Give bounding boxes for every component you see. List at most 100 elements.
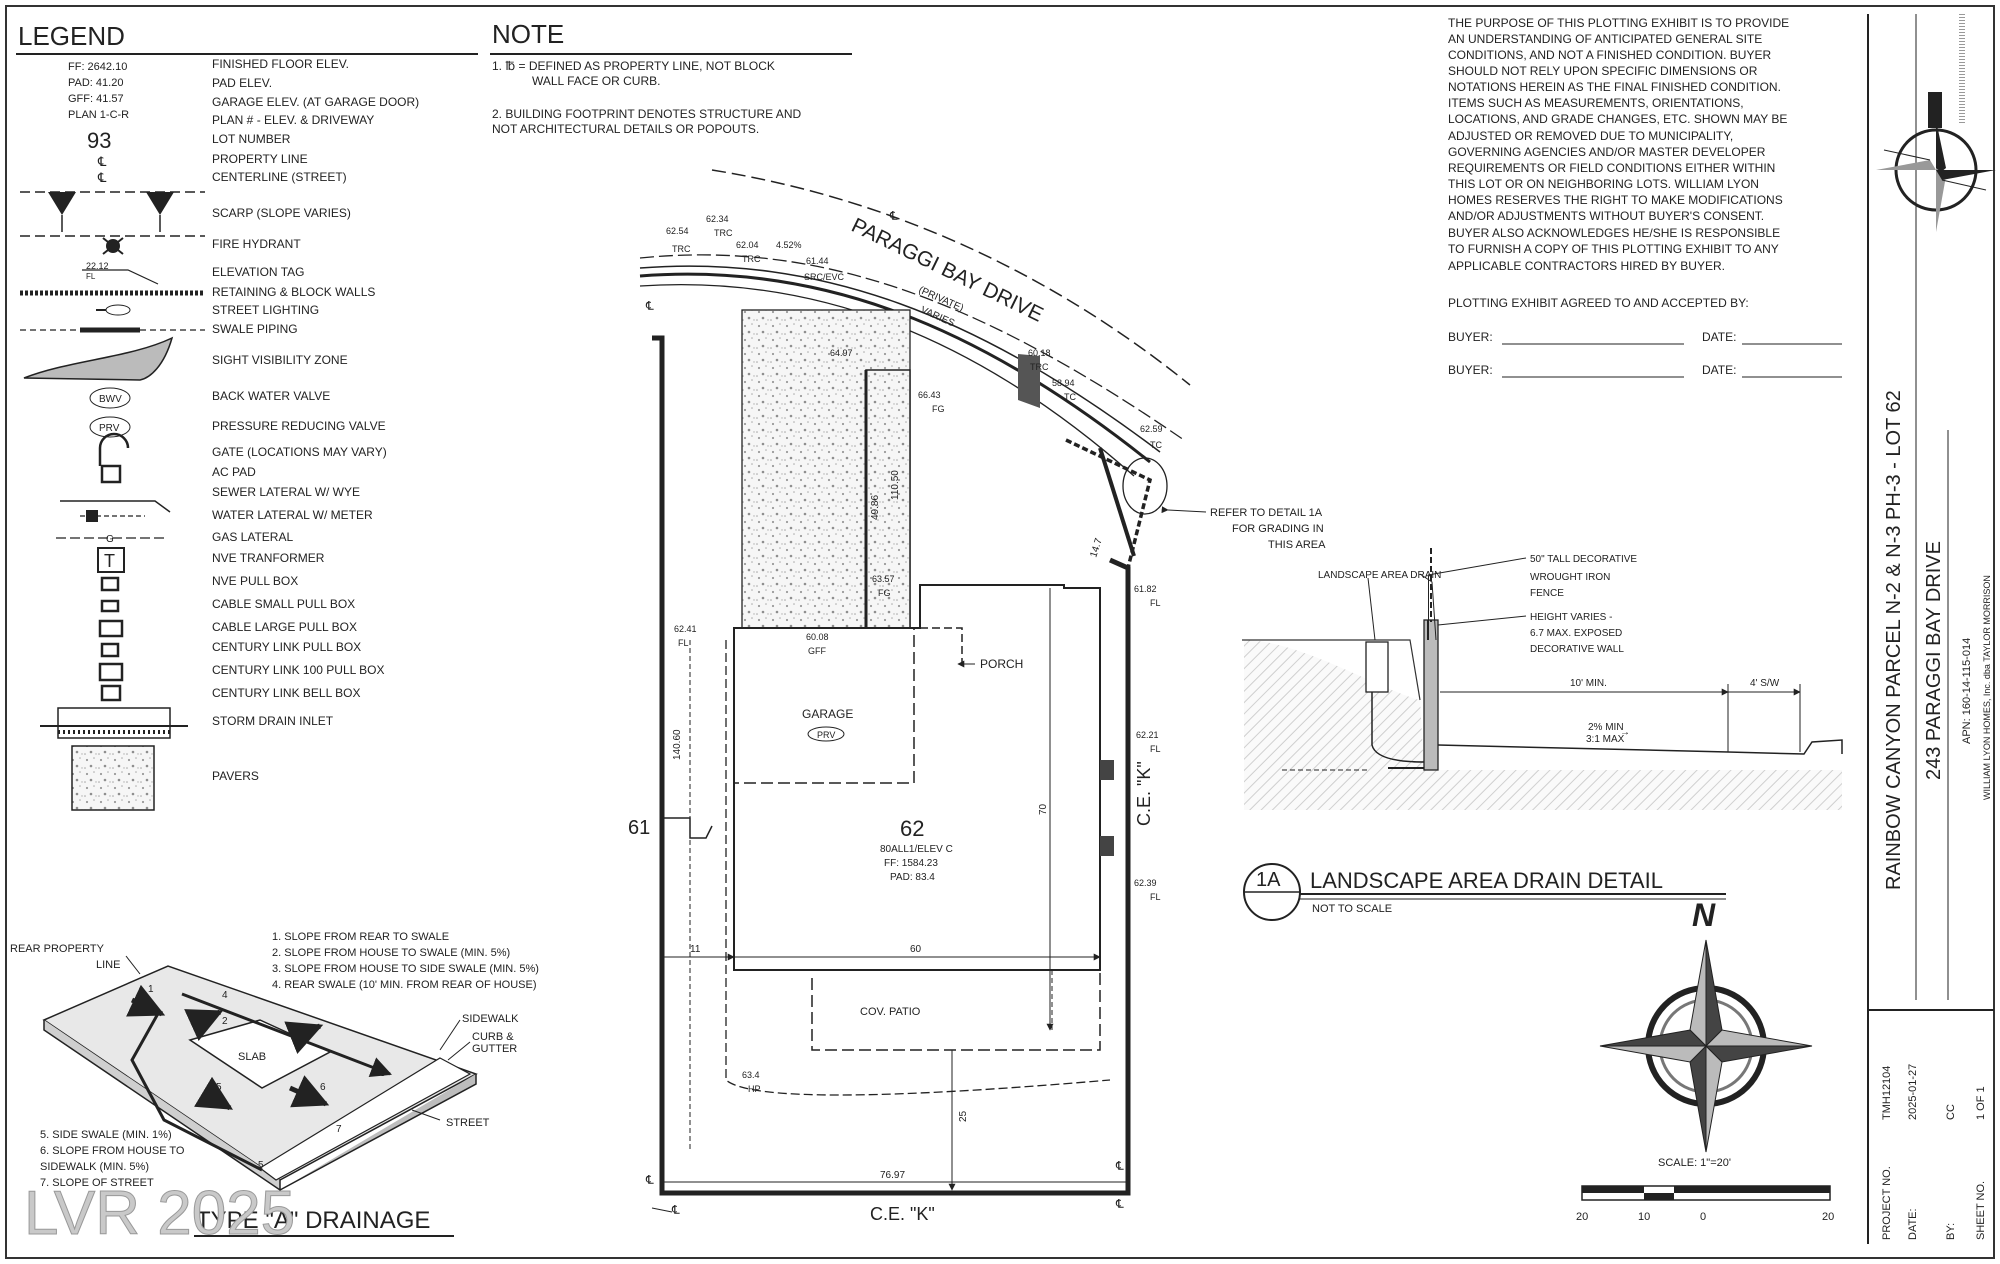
- disclaimer-line: ADJUSTED OR REMOVED DUE TO MUNICIPALITY,: [1448, 129, 1733, 143]
- fire-hydrant-icon: [102, 237, 124, 255]
- detail-wall-note: HEIGHT VARIES -: [1530, 612, 1612, 623]
- dim-side-left: 140.60: [672, 729, 683, 760]
- legend-item: LOT NUMBER: [212, 132, 291, 146]
- dim-drive-length: 49.86: [870, 495, 881, 520]
- detail-bubble-label: 1A: [1256, 869, 1281, 891]
- centerline-glyph: ℄: [97, 170, 107, 185]
- legend-item: ELEVATION TAG: [212, 265, 304, 279]
- cable-large-pull-box-icon: [98, 619, 124, 638]
- neighbor-lot-number: 61: [628, 817, 650, 839]
- scale-tick: 20: [1822, 1211, 1834, 1223]
- ce-k-bottom: C.E. "K": [870, 1204, 935, 1224]
- project-no-label: PROJECT NO.: [1881, 1166, 1893, 1240]
- street-label: STREET: [446, 1117, 490, 1129]
- svg-text:℄: ℄: [1115, 1159, 1124, 1173]
- scale-tick: 0: [1700, 1211, 1706, 1223]
- drainage-note: 2. SLOPE FROM HOUSE TO SWALE (MIN. 5%): [272, 947, 510, 959]
- detail-fence-note: WROUGHT IRON: [1530, 572, 1610, 583]
- legend-item: PAD ELEV.: [212, 76, 272, 90]
- note-heading: NOTE: [492, 19, 564, 49]
- site-plan: PARAGGI BAY DRIVE (PRIVATE) VARIES GARAG…: [628, 169, 1326, 1224]
- legend-item: WATER LATERAL W/ METER: [212, 508, 373, 522]
- legend-item: AC PAD: [212, 465, 256, 479]
- svg-text:7: 7: [336, 1124, 342, 1135]
- century-link-pull-box-icon: [100, 642, 120, 658]
- drainage-note: 5. SIDE SWALE (MIN. 1%): [40, 1129, 172, 1141]
- disclaimer-line: REQUIREMENTS OR FIELD CONDITIONS EITHER …: [1448, 161, 1775, 175]
- drainage-note: SIDEWALK (MIN. 5%): [40, 1161, 149, 1173]
- svg-text:5: 5: [216, 1082, 222, 1093]
- svg-text:62.39: 62.39: [1134, 878, 1157, 888]
- legend-item: STREET LIGHTING: [212, 303, 319, 317]
- disclaimer-line: THIS LOT OR ON NEIGHBORING LOTS. WILLIAM…: [1448, 177, 1759, 191]
- legend-item: FIRE HYDRANT: [212, 237, 301, 251]
- utility-box: [1100, 760, 1114, 780]
- svg-text:62.21: 62.21: [1136, 730, 1159, 740]
- by-label: BY:: [1945, 1223, 1957, 1240]
- rear-property-label: REAR PROPERTY: [10, 943, 105, 955]
- legend-item: PRESSURE REDUCING VALVE: [212, 419, 386, 433]
- disclaimer-line: THE PURPOSE OF THIS PLOTTING EXHIBIT IS …: [1448, 16, 1789, 30]
- ce-k-side: C.E. "K": [1134, 761, 1154, 826]
- refer-detail-circle: [1122, 457, 1168, 515]
- svg-text:60.18: 60.18: [1028, 348, 1051, 358]
- svg-text:62.34: 62.34: [706, 214, 729, 224]
- legend-plan-sample: PLAN 1-C-R: [68, 109, 129, 121]
- drainage-note: 4. REAR SWALE (10' MIN. FROM REAR OF HOU…: [272, 979, 537, 991]
- svg-text:63.57: 63.57: [872, 574, 895, 584]
- driveway-transition: [1018, 354, 1040, 408]
- dim-side-setback: 11: [690, 944, 701, 955]
- street-centerline: [639, 254, 1185, 441]
- drawn-by: CC: [1945, 1104, 1957, 1120]
- apn: APN: 160-14-115-014: [1961, 638, 1973, 744]
- dim-house-depth: 70: [1038, 803, 1049, 815]
- curb-label: CURB &: [472, 1031, 514, 1043]
- svg-text:→: →: [1620, 727, 1630, 738]
- disclaimer-line: ITEMS SUCH AS MEASUREMENTS, ORIENTATIONS…: [1448, 96, 1744, 110]
- legend-item: PLAN # - ELEV. & DRIVEWAY: [212, 113, 374, 127]
- decorative-wall: [1423, 619, 1439, 771]
- sheet-border: [5, 5, 1995, 1259]
- svg-text:℄: ℄: [645, 1173, 654, 1187]
- garage-label: GARAGE: [802, 707, 853, 721]
- swale-line: [725, 640, 1111, 1096]
- disclaimer-line: HOMES RESERVES THE RIGHT TO MAKE MODIFIC…: [1448, 193, 1783, 207]
- gate-icon: [98, 432, 130, 466]
- legend-item: BACK WATER VALVE: [212, 389, 330, 403]
- note-line: WALL FACE OR CURB.: [532, 74, 660, 88]
- legend-item: SIGHT VISIBILITY ZONE: [212, 353, 348, 367]
- legend-item: STORM DRAIN INLET: [212, 714, 334, 728]
- svg-text:FL: FL: [1150, 598, 1161, 608]
- disclaimer-line: GOVERNING AGENCIES AND/OR MASTER DEVELOP…: [1448, 145, 1766, 159]
- svg-text:62.41: 62.41: [674, 624, 697, 634]
- date-label-1: DATE:: [1702, 330, 1736, 344]
- svg-text:60.08: 60.08: [806, 632, 829, 642]
- pavers-symbol: [71, 745, 155, 811]
- detail-min-dim: 10' MIN.: [1570, 678, 1607, 689]
- slab-label: SLAB: [238, 1051, 266, 1063]
- detail-title: LANDSCAPE AREA DRAIN DETAIL: [1310, 868, 1663, 893]
- nve-pull-box-icon: [100, 576, 120, 592]
- svg-text:4: 4: [222, 990, 228, 1001]
- detail-sw-dim: 4' S/W: [1750, 678, 1780, 689]
- detail-wall-note: 6.7 MAX. EXPOSED: [1530, 628, 1622, 639]
- lot-ff: FF: 1584.23: [884, 858, 938, 869]
- sight-visibility-zone-symbol: [23, 336, 174, 381]
- century-link-100-pull-box-icon: [98, 662, 124, 682]
- landscape-drain-detail: 10' MIN. 4' S/W 2% MIN 3:1 MAX LANDSCAPE…: [1242, 548, 1843, 921]
- legend-item: NVE PULL BOX: [212, 574, 298, 588]
- disclaimer-line: CONDITIONS, AND NOT A FINISHED CONDITION…: [1448, 48, 1771, 62]
- elevation-tag-symbol: 22.12 FL: [82, 261, 159, 285]
- legend-item: CABLE LARGE PULL BOX: [212, 620, 357, 634]
- dim-lot-frontage: 76.97: [880, 1170, 905, 1181]
- svg-text:TRC: TRC: [672, 244, 691, 254]
- lot-number: 62: [900, 816, 924, 841]
- project-title: RAINBOW CANYON PARCEL N-2 & N-3 PH-3 - L…: [1883, 390, 1905, 890]
- legend-item: SWALE PIPING: [212, 322, 298, 336]
- detail-wall-note: DECORATIVE WALL: [1530, 644, 1624, 655]
- agreed-label: PLOTTING EXHIBIT AGREED TO AND ACCEPTED …: [1448, 296, 1749, 310]
- drain-basin: [1365, 641, 1389, 693]
- svg-text:FL: FL: [86, 272, 96, 281]
- svg-text:5: 5: [258, 1160, 264, 1171]
